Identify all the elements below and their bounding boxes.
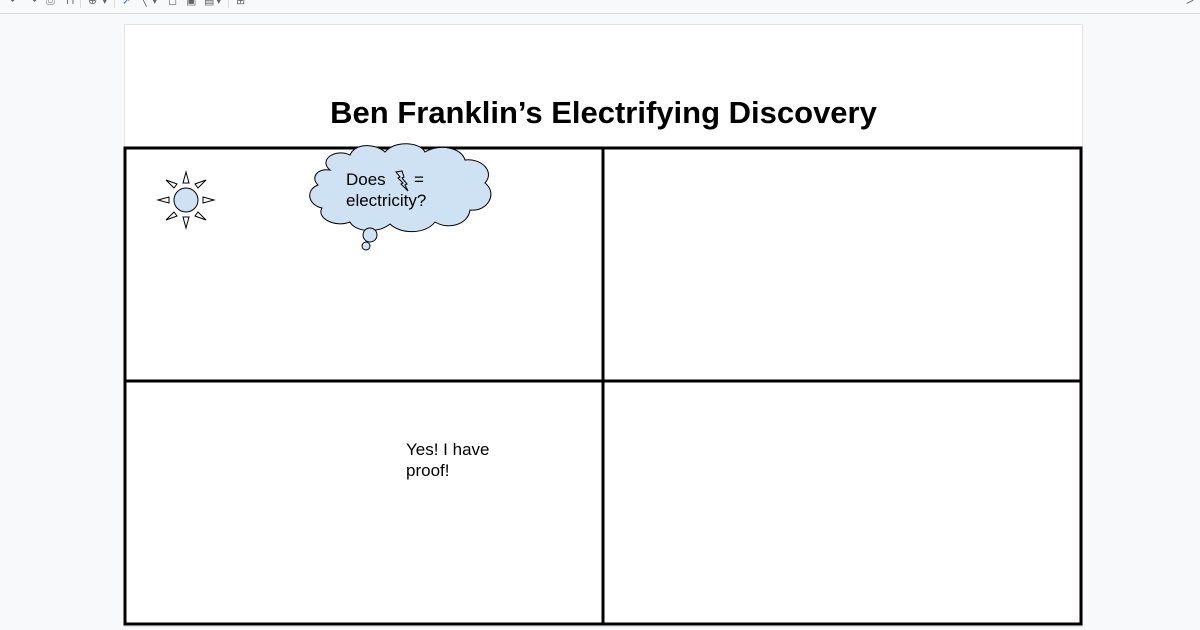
panel-1 [156,143,492,251]
print-icon[interactable]: ⎙ [46,0,55,7]
panel-grid [123,146,1083,626]
chevron-down-icon[interactable]: ▾ [102,0,108,7]
add-comment-icon[interactable]: ⊞ [236,0,246,7]
sun-icon[interactable] [156,170,216,230]
line-tool-icon[interactable]: ╲ [140,0,147,7]
lightning-small-icon [394,170,410,192]
collapse-icon[interactable]: ᐳ [1186,0,1195,7]
toolbar-divider [80,0,81,8]
select-arrow-icon[interactable]: ➚ [122,0,132,7]
text-box-icon[interactable]: ▣ [186,0,197,7]
redo-icon[interactable]: ↷ [28,0,38,7]
toolbar-divider [114,0,115,8]
undo-icon[interactable]: ↶ [10,0,20,7]
zoom-icon[interactable]: ⊕ [88,0,98,7]
toolbar-divider [228,0,229,8]
speech-text-line-2: proof! [406,461,450,480]
speech-text-line-1: Yes! I have [406,440,490,459]
thought-text-equals: = [414,170,424,189]
toolbar: ↶ ↷ ⎙ ⊓ ⊕ ▾ ➚ ╲ ▾ ◻ ▣ ▤ ▾ ⊞ ᐳ [0,0,1200,14]
paint-format-icon[interactable]: ⊓ [66,0,75,7]
comic-title[interactable]: Ben Franklin’s Electrifying Discovery [330,95,877,130]
thought-text-does: Does [346,170,386,189]
shape-tool-icon[interactable]: ◻ [168,0,178,7]
chevron-down-icon[interactable]: ▾ [152,0,158,7]
chevron-down-icon[interactable]: ▾ [216,0,222,7]
thought-text-electricity: electricity? [346,191,427,210]
image-icon[interactable]: ▤ [204,0,215,7]
thought-cloud[interactable] [309,143,492,251]
